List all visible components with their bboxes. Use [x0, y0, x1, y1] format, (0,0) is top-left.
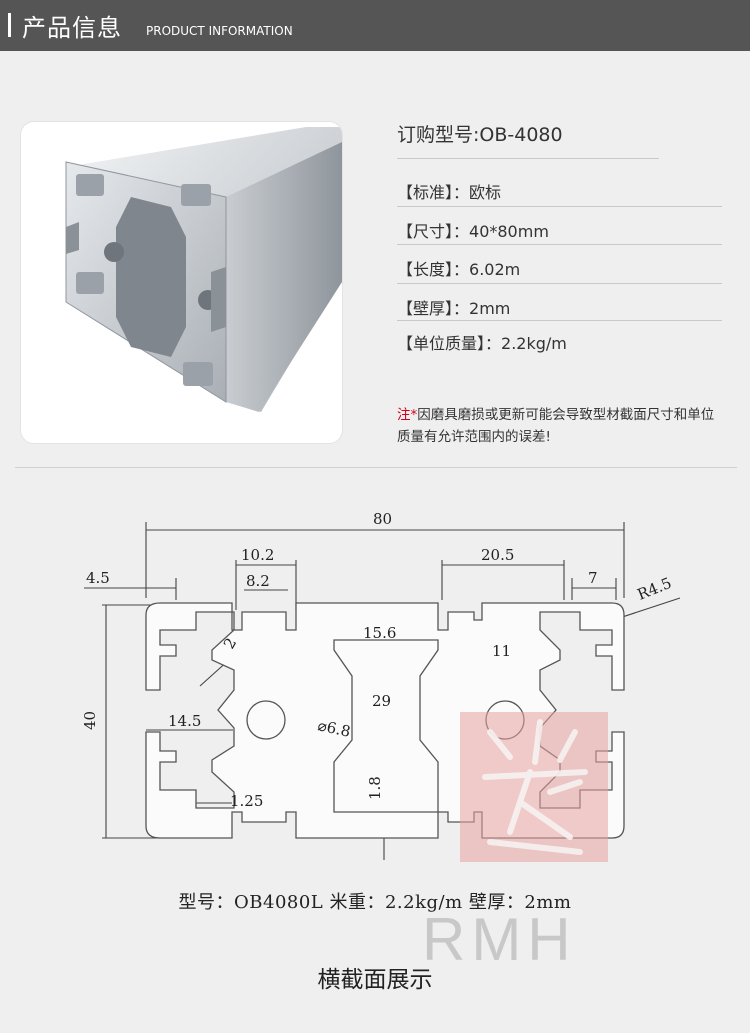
section-title: 产品信息 [22, 14, 122, 42]
spec-value: 欧标 [469, 183, 502, 202]
watermark: RMH [422, 906, 577, 973]
divider [397, 320, 722, 321]
dim-edge-left: 4.5 [86, 569, 110, 587]
spec-wall: 【壁厚】：2mm [397, 295, 510, 319]
dim-height: 40 [81, 711, 99, 730]
spec-weight: 【单位质量】：2.2kg/m [397, 330, 567, 354]
aluminum-profile-image [65, 127, 342, 412]
section-separator [15, 467, 737, 468]
spec-value: 6.02m [469, 260, 521, 279]
spec-length: 【长度】：6.02m [397, 256, 520, 280]
spec-label: 【壁厚】： [397, 299, 470, 318]
cross-section-drawing: 80 10.2 8.2 20.5 4.5 7 R4.5 40 2 15.6 11… [81, 510, 681, 860]
spec-label: 【长度】： [397, 260, 470, 279]
dim-edge-right: 7 [588, 569, 598, 587]
model-number: 订购型号:OB-4080 [397, 124, 563, 146]
dim-center-slot: 15.6 [363, 624, 396, 642]
dim-slot-inner: 8.2 [246, 572, 270, 590]
spec-size: 【尺寸】：40*80mm [397, 218, 549, 242]
spec-value: 2.2kg/m [501, 334, 567, 353]
tolerance-note: 注*因磨具磨损或更新可能会导致型材截面尺寸和单位质量有允许范围内的误差! [397, 404, 727, 448]
divider [397, 158, 659, 159]
dim-top-right: 20.5 [481, 546, 514, 564]
spec-value: 2mm [469, 299, 511, 318]
dim-offset: 14.5 [168, 712, 201, 730]
dim-center-distance: 29 [372, 692, 391, 710]
dim-thickness: 1.8 [366, 776, 384, 800]
dim-radius: R4.5 [635, 574, 674, 604]
section-subtitle: PRODUCT INFORMATION [146, 24, 293, 38]
divider [397, 206, 722, 207]
cross-section-title: 横截面展示 [317, 967, 433, 993]
dim-inner-slot: 11 [492, 642, 511, 660]
spec-standard: 【标准】：欧标 [397, 179, 501, 203]
dim-slot-outer: 10.2 [241, 546, 274, 564]
dim-overall-width: 80 [373, 510, 392, 528]
divider [397, 283, 722, 284]
section-header: 产品信息 PRODUCT INFORMATION [0, 0, 750, 51]
spec-label: 【尺寸】： [397, 222, 470, 241]
spec-label: 【单位质量】： [397, 334, 502, 353]
dim-lip: 1.25 [230, 792, 263, 810]
product-photo [20, 121, 343, 444]
spec-caption: 型号：OB4080L 米重：2.2kg/m 壁厚：2mm [178, 892, 572, 913]
note-mark: 注* [397, 407, 418, 423]
header-accent-bar [8, 13, 11, 37]
spec-value: 40*80mm [469, 222, 549, 241]
note-text: 因磨具磨损或更新可能会导致型材截面尺寸和单位质量有允许范围内的误差! [397, 407, 715, 445]
seal-stamp [460, 712, 608, 862]
spec-label: 【标准】： [397, 183, 470, 202]
divider [397, 244, 722, 245]
